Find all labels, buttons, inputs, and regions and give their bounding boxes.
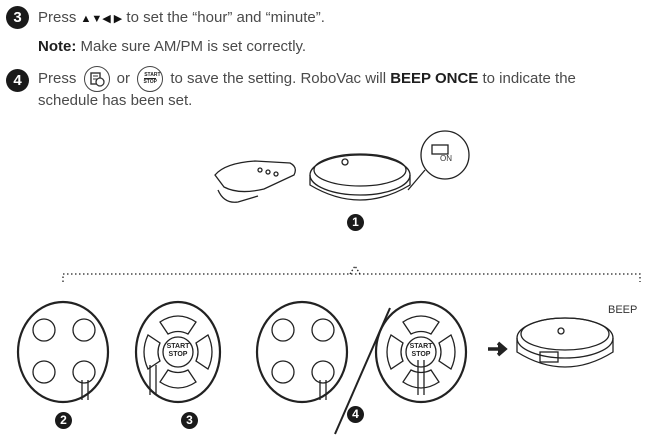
step-4-post: to indicate the	[478, 69, 576, 87]
dpad-stop-label-3: STOP	[168, 351, 188, 358]
step-4-badge: 4	[6, 69, 29, 92]
step-3-badge: 3	[6, 6, 29, 29]
dpad-start-label-4: START	[409, 343, 433, 350]
arrow-keys-icon: ▲▼◀ ▶	[80, 13, 123, 25]
step-4-or: or	[112, 69, 135, 87]
note-text: Make sure AM/PM is set correctly.	[76, 38, 307, 55]
step-3-note: Note: Make sure AM/PM is set correctly.	[38, 38, 306, 55]
robovac-beep-illustration	[516, 317, 614, 368]
note-label: Note:	[38, 38, 77, 55]
bracket-arrow	[349, 264, 361, 275]
button-panel-circle-4	[255, 300, 349, 404]
remote-hand-illustration	[214, 160, 296, 203]
step-3-text: Press ▲▼◀ ▶ to set the “hour” and “minut…	[38, 9, 325, 26]
switch-zoom-callout	[407, 130, 470, 191]
stop-label: STOP	[143, 79, 157, 85]
callout-4: 4	[347, 406, 364, 423]
beep-once-text: BEEP ONCE	[390, 69, 479, 87]
dotted-bracket	[62, 273, 641, 282]
callout-2: 2	[55, 412, 72, 429]
callout-1: 1	[347, 214, 364, 231]
robovac-illustration	[309, 153, 411, 201]
dpad-circle-3	[134, 300, 222, 404]
arrow-right-icon	[488, 341, 508, 357]
dpad-start-label-3: START	[166, 343, 190, 350]
switch-on-label: ON	[440, 154, 452, 163]
step-4-mid: to save the setting. RoboVac will	[166, 69, 391, 87]
start-label: START	[144, 72, 161, 79]
dpad-stop-label-4: STOP	[411, 351, 431, 358]
step-3-post: to set the “hour” and “minute”.	[122, 9, 325, 26]
beep-label: BEEP	[608, 304, 638, 316]
step-3-pre: Press	[38, 9, 81, 26]
step-4-pre: Press	[38, 69, 81, 87]
step-4-line2: schedule has been set.	[38, 92, 193, 109]
callout-3: 3	[181, 412, 198, 429]
schedule-icon	[83, 66, 110, 92]
button-panel-circle-2	[16, 300, 110, 404]
dpad-circle-4	[374, 300, 468, 404]
